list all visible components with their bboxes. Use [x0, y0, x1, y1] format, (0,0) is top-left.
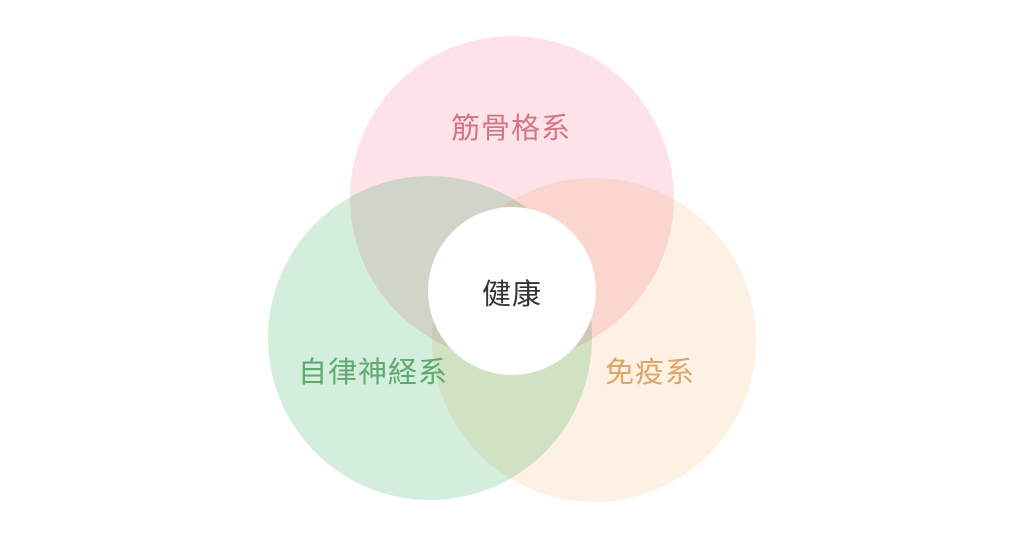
set-label-musculoskeletal: 筋骨格系 [450, 111, 572, 145]
set-label-immune: 免疫系 [604, 355, 696, 389]
center-circle [428, 207, 596, 375]
set-label-autonomic-nervous: 自律神経系 [297, 355, 449, 389]
center-label: 健康 [481, 277, 543, 311]
